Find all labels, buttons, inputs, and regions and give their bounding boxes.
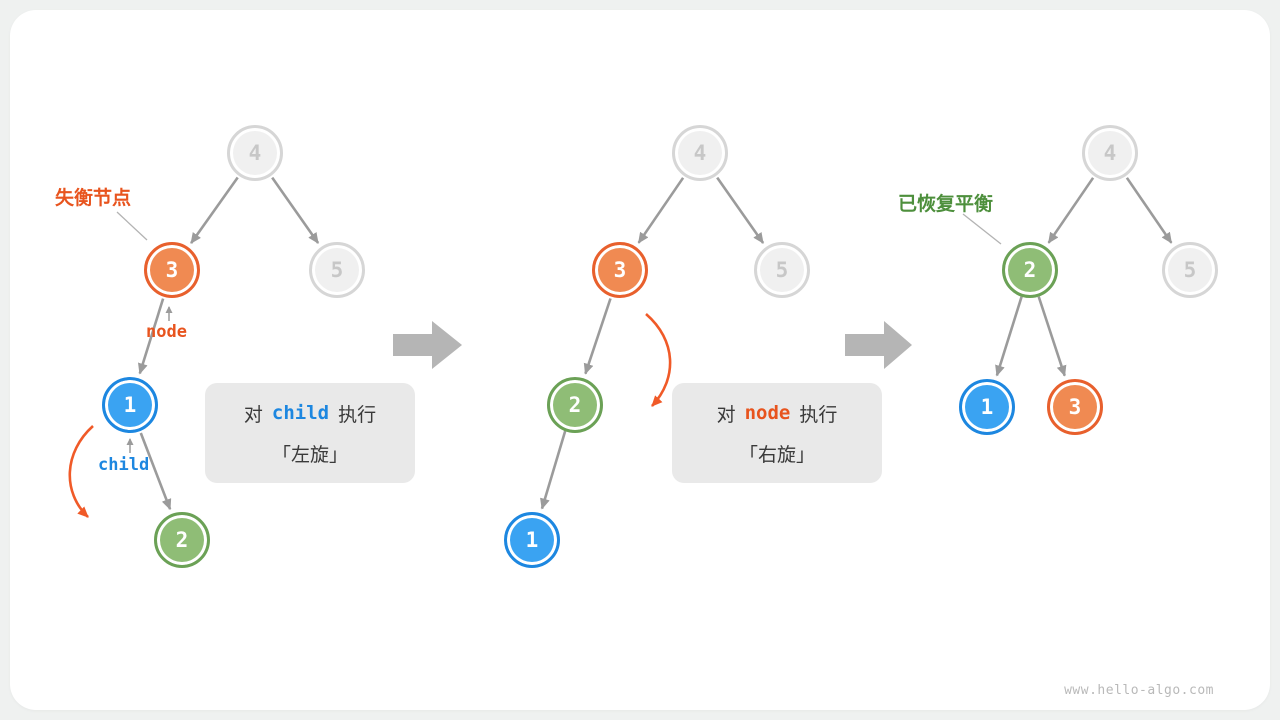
unbalanced-label-pointer-line <box>116 211 148 241</box>
rebalanced-label: 已恢复平衡 <box>898 194 994 215</box>
step-arrow-2 <box>845 321 912 369</box>
left-rotation-arrow <box>68 425 94 518</box>
tree2-node-2: 2 <box>547 377 603 433</box>
rebalanced-label-pointer-line <box>962 213 1002 245</box>
tree1-edge-3-1 <box>137 298 165 375</box>
tree2-node-4: 4 <box>672 125 728 181</box>
site-watermark: www.hello-algo.com <box>1064 683 1214 698</box>
tree3-edge-4-5 <box>1125 177 1173 244</box>
tree3-node-4: 4 <box>1082 125 1138 181</box>
tree1-edge-4-3 <box>190 176 239 244</box>
child-pointer-label: child <box>98 455 150 475</box>
right-rotation-box-line2: 「右旋」 <box>738 444 815 466</box>
tree1-edge-4-5 <box>271 176 320 244</box>
right-rotation-box-line1: 对 node 执行 <box>717 400 838 427</box>
tree1-node-5: 5 <box>309 242 365 298</box>
tree2-node-1: 1 <box>504 512 560 568</box>
node-pointer-label: node <box>146 322 187 342</box>
right-rotation-box: 对 node 执行 「右旋」 <box>672 383 882 483</box>
tree3-node-1: 1 <box>959 379 1015 435</box>
unbalanced-node-label: 失衡节点 <box>55 188 132 209</box>
right-rotation-arrow <box>645 313 672 407</box>
tree2-edge-4-5 <box>716 176 765 244</box>
tree1-node-1: 1 <box>102 377 158 433</box>
tree1-node-4: 4 <box>227 125 283 181</box>
tree1-edge-1-2 <box>139 432 172 511</box>
tree3-edge-4-2 <box>1047 177 1095 244</box>
tree2-edge-3-2 <box>583 298 612 375</box>
tree3-node-2: 2 <box>1002 242 1058 298</box>
left-rotation-prefix: 对 <box>243 404 263 426</box>
left-rotation-box-line2: 「左旋」 <box>271 444 348 466</box>
right-rotation-middle: 执行 <box>799 404 838 426</box>
tree1-node-3: 3 <box>144 242 200 298</box>
tree1-node-2: 2 <box>154 512 210 568</box>
right-rotation-prefix: 对 <box>716 404 736 426</box>
left-rotation-box: 对 child 执行 「左旋」 <box>205 383 415 483</box>
left-rotation-keyword: child <box>271 402 330 424</box>
tree2-node-3: 3 <box>592 242 648 298</box>
left-rotation-middle: 执行 <box>338 404 377 426</box>
tree3-edge-2-1 <box>995 296 1023 377</box>
step-arrow-1 <box>393 321 462 369</box>
tree3-node-5: 5 <box>1162 242 1218 298</box>
tree3-node-3: 3 <box>1047 379 1103 435</box>
right-rotation-keyword: node <box>744 402 791 424</box>
tree2-edge-2-1 <box>540 428 568 510</box>
left-rotation-box-line1: 对 child 执行 <box>244 400 376 427</box>
tree2-edge-4-3 <box>637 177 685 244</box>
tree2-node-5: 5 <box>754 242 810 298</box>
tree3-edge-2-3 <box>1037 296 1067 377</box>
